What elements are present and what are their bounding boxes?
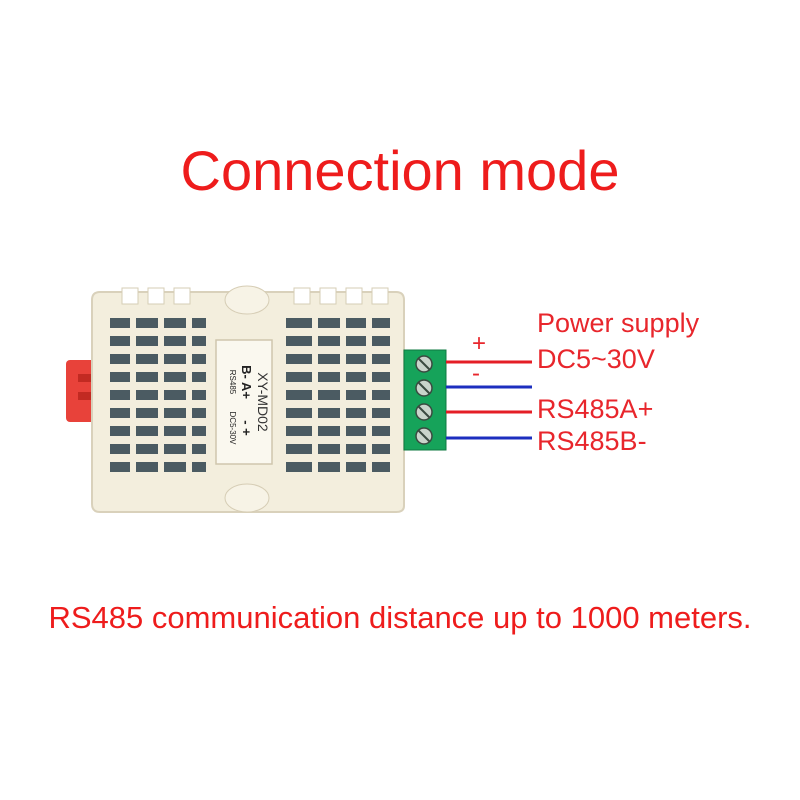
minus-sign: - [472,360,480,387]
page-title: Connection mode [180,139,620,202]
rs485a-label: RS485A+ [537,394,654,424]
voltage-mark: DC5-30V [228,412,237,446]
distance-note: RS485 communication distance up to 1000 … [48,600,752,635]
plus-sign: + [472,330,487,357]
model-label: XY-MD02 [255,372,271,432]
pins-right-label: - + [239,420,254,436]
sensor-housing [91,285,405,513]
rs485b-label: RS485B- [537,426,647,456]
dc-voltage-label: DC5~30V [537,344,655,374]
wires [446,360,532,440]
pins-left-label: B- A+ [239,365,254,399]
power-supply-label: Power supply [537,308,700,338]
terminal-block [403,349,447,451]
device-label: XY-MD02 B- A+ RS485 - + DC5-30V [228,365,271,445]
rs485-mark: RS485 [228,370,237,395]
